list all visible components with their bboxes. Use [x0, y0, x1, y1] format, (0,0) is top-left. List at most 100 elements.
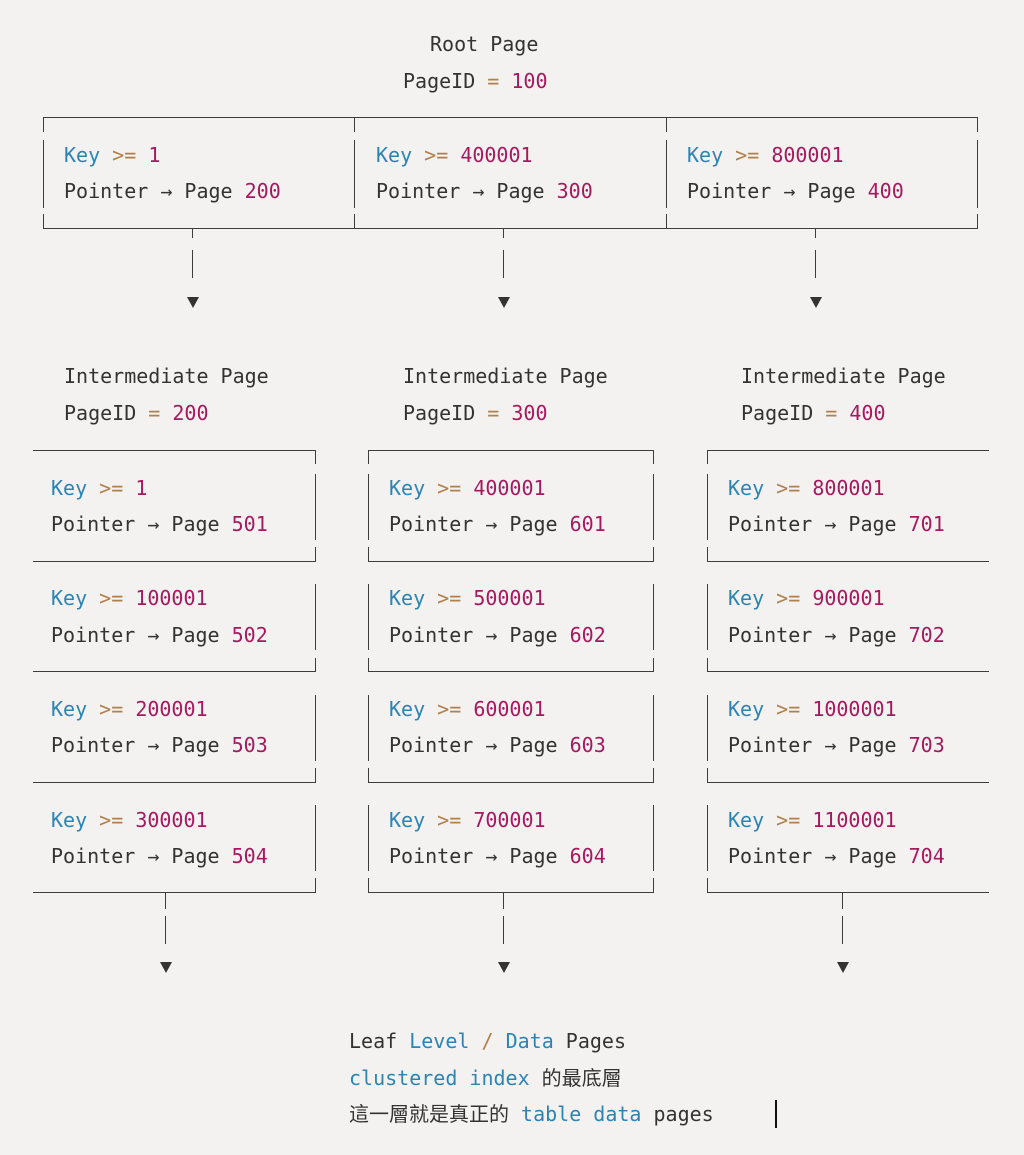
box-300-side: [653, 658, 654, 672]
root-entry-key: Key >= 400001: [376, 143, 533, 167]
root-arrow-stem: [503, 229, 504, 238]
root-box-tick: [666, 117, 667, 132]
index-entry-pointer: Pointer → Page 701: [728, 512, 945, 536]
box-300-side: [653, 584, 654, 650]
box-400-separator: [707, 671, 989, 672]
box-200-side: [315, 450, 316, 464]
box-200-border: [33, 450, 316, 451]
root-box-tick: [977, 117, 978, 132]
root-box-tick: [666, 214, 667, 228]
index-entry-key: Key >= 700001: [389, 808, 546, 832]
box-200-side: [315, 584, 316, 650]
box-400-border: [707, 892, 989, 893]
index-entry-key: Key >= 200001: [51, 697, 208, 721]
down-arrow-icon: [810, 297, 822, 308]
box-200-border: [33, 892, 316, 893]
index-entry-key: Key >= 300001: [51, 808, 208, 832]
box-300-side: [368, 695, 369, 761]
box-400-side: [707, 695, 708, 761]
intermediate-page-title: Intermediate Page: [403, 364, 608, 388]
box-400-side: [707, 805, 708, 871]
root-box-divider: [43, 140, 44, 208]
index-entry-key: Key >= 800001: [728, 476, 885, 500]
index-entry-key: Key >= 100001: [51, 586, 208, 610]
box-300-side: [368, 474, 369, 540]
box-200-separator: [33, 671, 316, 672]
root-entry-pointer: Pointer → Page 400: [687, 179, 904, 203]
index-entry-pointer: Pointer → Page 702: [728, 623, 945, 647]
box-300-side: [368, 805, 369, 871]
box-300-border: [368, 892, 654, 893]
index-entry-pointer: Pointer → Page 504: [51, 844, 268, 868]
leaf-arrow-stem: [165, 893, 166, 909]
box-400-side: [707, 768, 708, 782]
root-entry-pointer: Pointer → Page 300: [376, 179, 593, 203]
box-300-side: [653, 878, 654, 892]
down-arrow-icon: [837, 962, 849, 973]
box-200-side: [315, 547, 316, 561]
intermediate-pageid: PageID = 300: [403, 401, 548, 425]
root-box-tick: [43, 214, 44, 228]
down-arrow-icon: [187, 297, 199, 308]
box-300-separator: [368, 561, 654, 562]
index-entry-pointer: Pointer → Page 604: [389, 844, 606, 868]
root-arrow-stem: [192, 250, 193, 278]
index-entry-pointer: Pointer → Page 704: [728, 844, 945, 868]
box-300-side: [653, 695, 654, 761]
leaf-arrow-stem: [503, 916, 504, 944]
index-entry-key: Key >= 600001: [389, 697, 546, 721]
box-400-side: [707, 584, 708, 650]
index-entry-key: Key >= 1100001: [728, 808, 897, 832]
index-entry-key: Key >= 1: [51, 476, 148, 500]
text-cursor: [775, 1100, 777, 1128]
index-entry-pointer: Pointer → Page 502: [51, 623, 268, 647]
index-entry-pointer: Pointer → Page 601: [389, 512, 606, 536]
box-400-border: [707, 450, 989, 451]
root-box-divider: [354, 140, 355, 208]
box-200-side: [315, 768, 316, 782]
root-arrow-stem: [503, 250, 504, 278]
intermediate-pageid: PageID = 400: [741, 401, 886, 425]
index-entry-pointer: Pointer → Page 503: [51, 733, 268, 757]
intermediate-page-title: Intermediate Page: [64, 364, 269, 388]
index-entry-key: Key >= 400001: [389, 476, 546, 500]
index-entry-key: Key >= 1000001: [728, 697, 897, 721]
box-200-side: [315, 658, 316, 672]
box-300-side: [368, 547, 369, 561]
box-300-side: [653, 474, 654, 540]
box-400-separator: [707, 561, 989, 562]
box-200-side: [315, 878, 316, 892]
root-entry-pointer: Pointer → Page 200: [64, 179, 281, 203]
box-300-side: [368, 768, 369, 782]
box-300-side: [368, 658, 369, 672]
down-arrow-icon: [498, 962, 510, 973]
box-400-side: [707, 878, 708, 892]
root-box-tick: [43, 117, 44, 132]
box-300-separator: [368, 782, 654, 783]
box-300-side: [653, 768, 654, 782]
index-entry-key: Key >= 900001: [728, 586, 885, 610]
box-200-side: [315, 805, 316, 871]
box-400-side: [707, 474, 708, 540]
box-400-side: [707, 547, 708, 561]
root-box-tick: [977, 214, 978, 228]
root-box-divider: [977, 140, 978, 208]
root-pageid: PageID = 100: [403, 69, 548, 93]
intermediate-pageid: PageID = 200: [64, 401, 209, 425]
leaf-level-note: clustered index 的最底層: [349, 1066, 622, 1090]
root-box-tick: [354, 214, 355, 228]
box-300-side: [653, 547, 654, 561]
box-400-side: [707, 450, 708, 464]
box-400-separator: [707, 782, 989, 783]
index-entry-pointer: Pointer → Page 602: [389, 623, 606, 647]
index-entry-pointer: Pointer → Page 603: [389, 733, 606, 757]
leaf-arrow-stem: [503, 893, 504, 909]
root-box-bottom-border: [43, 228, 978, 229]
box-300-side: [653, 450, 654, 464]
index-entry-pointer: Pointer → Page 501: [51, 512, 268, 536]
intermediate-page-title: Intermediate Page: [741, 364, 946, 388]
root-page-title: Root Page: [430, 32, 539, 56]
box-300-separator: [368, 671, 654, 672]
box-300-side: [653, 805, 654, 871]
